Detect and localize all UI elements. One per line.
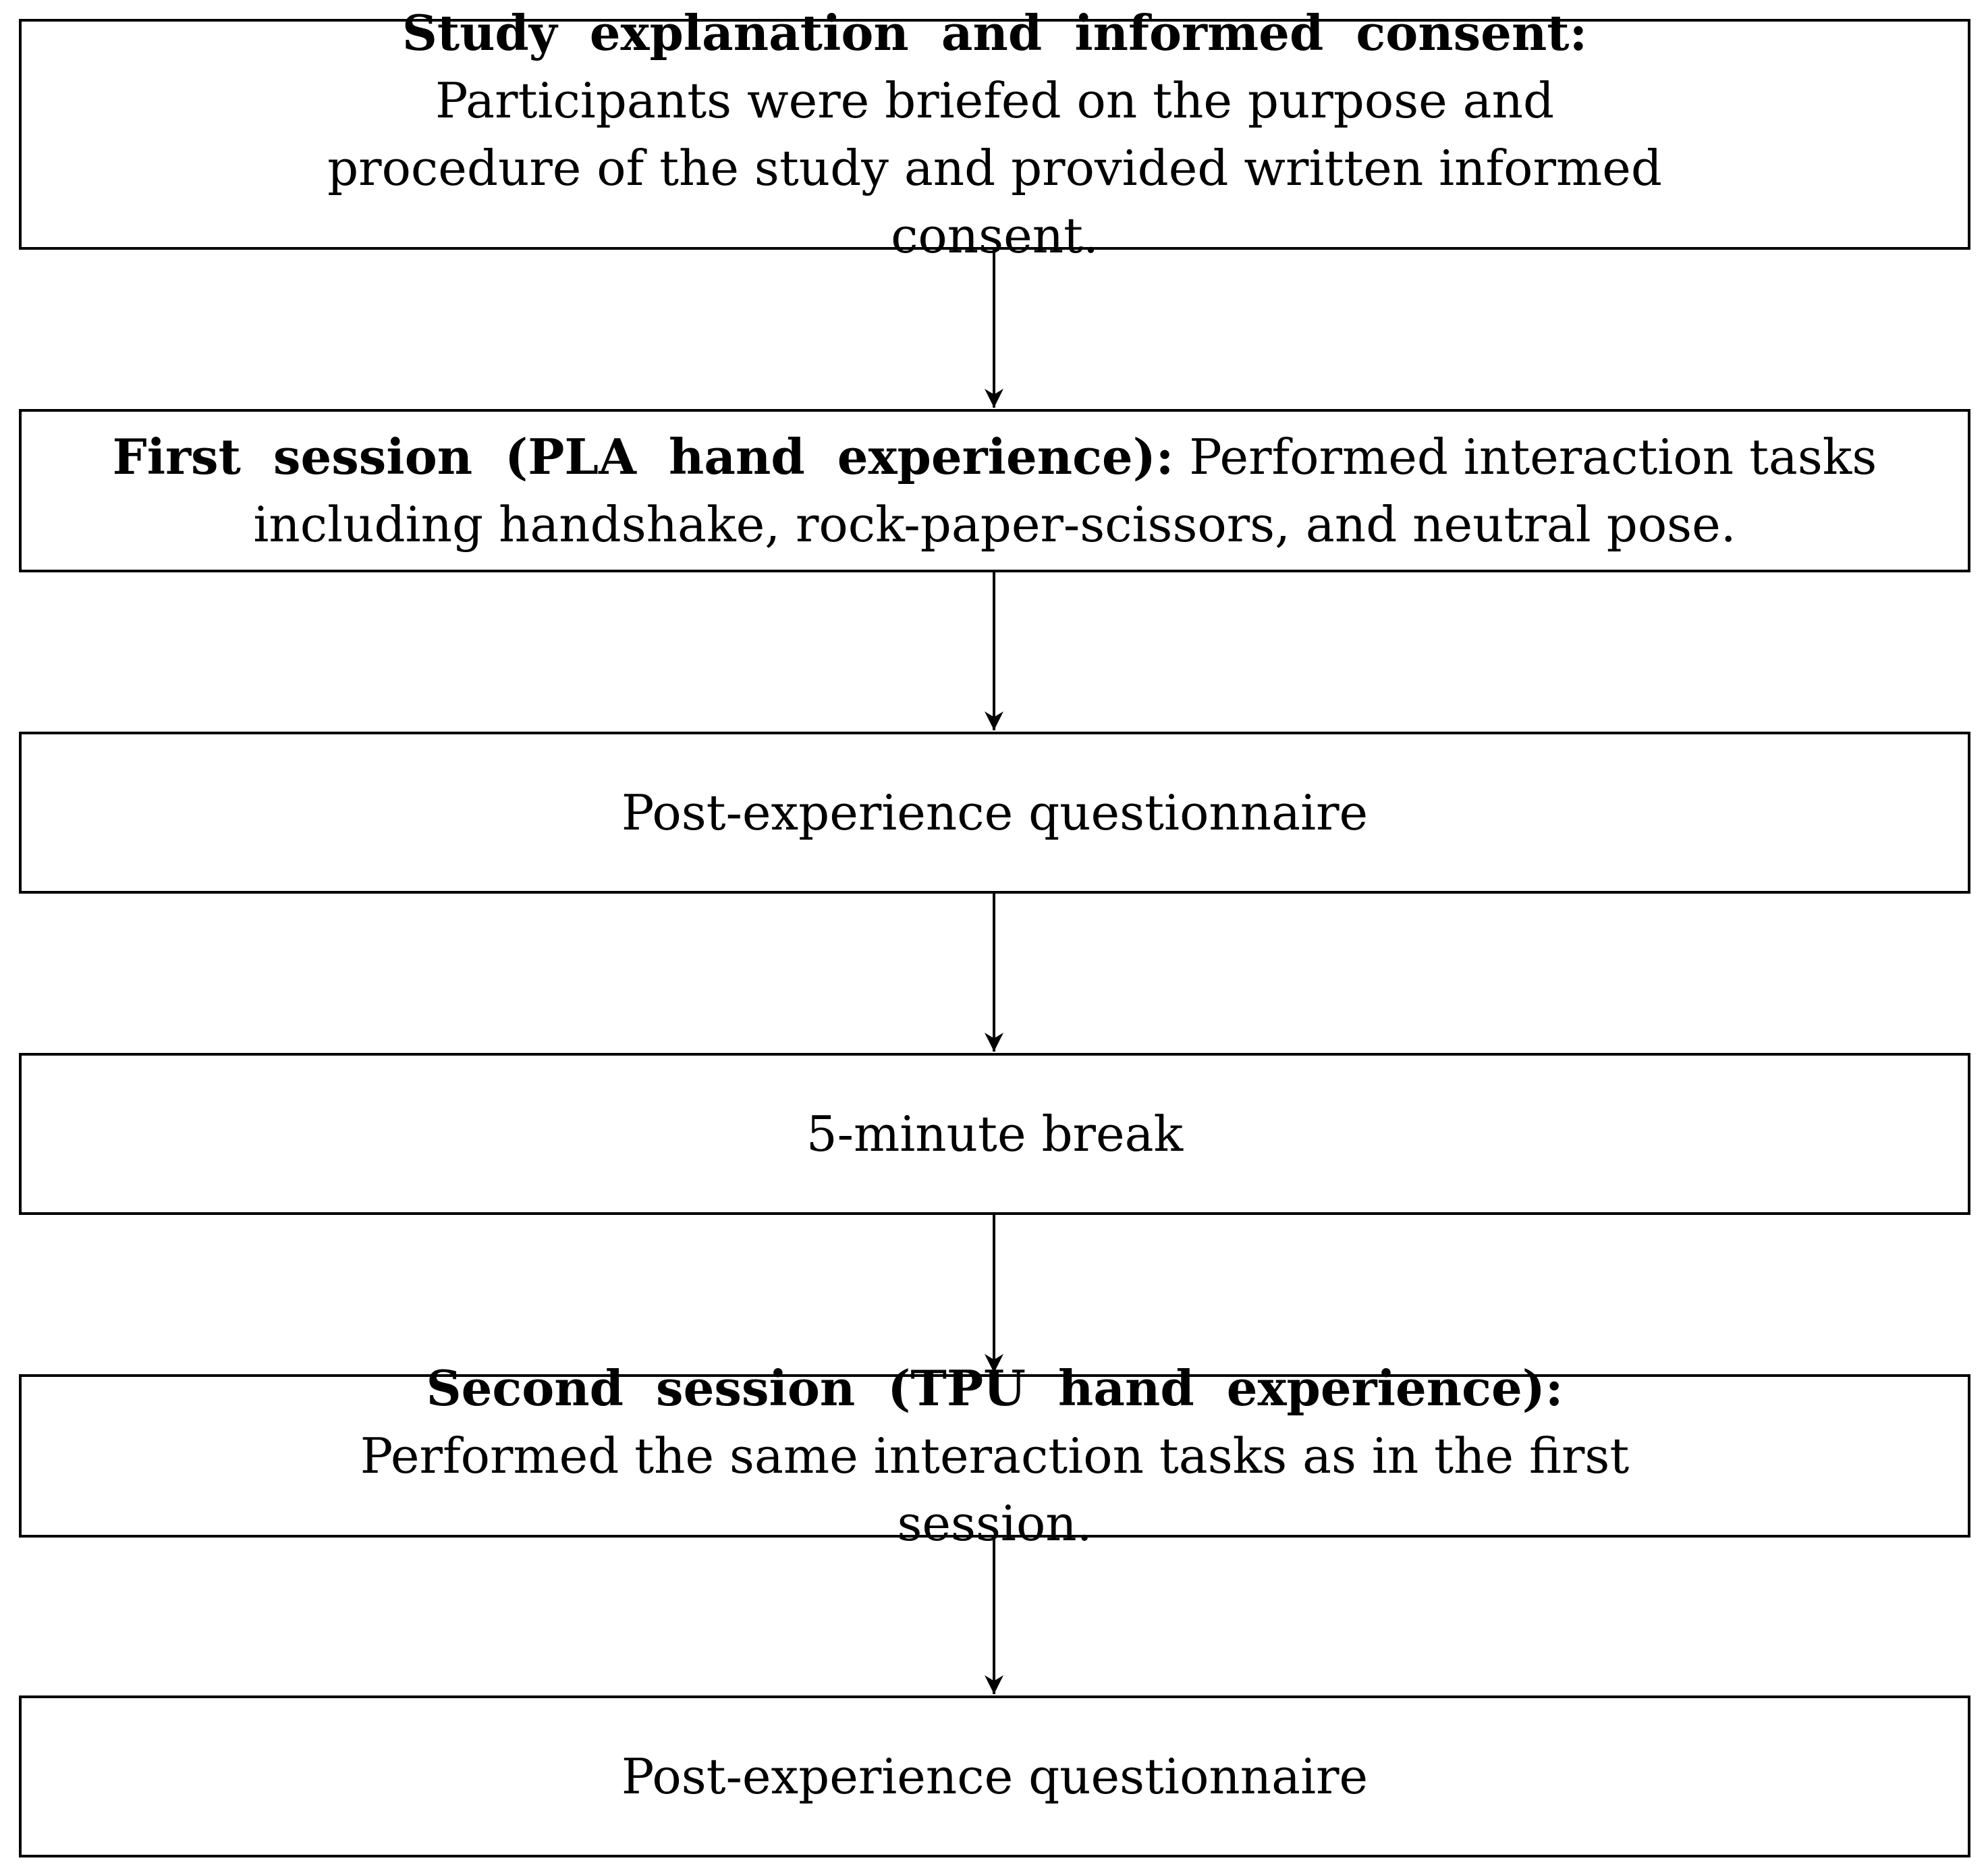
step-text-first-session: First session (PLA hand experience): Per…	[104, 423, 1885, 558]
step-body-second-session: Performed the same interaction tasks as …	[360, 1428, 1630, 1552]
step-lead-first-session: First session (PLA hand experience):	[112, 428, 1174, 485]
step-box-break: 5-minute break	[19, 1053, 1970, 1215]
step-box-second-session: Second session (TPU hand experience): Pe…	[19, 1359, 1970, 1552]
step-text-questionnaire-1: Post-experience questionnaire	[621, 784, 1369, 841]
step-text-second-session: Second session (TPU hand experience): Pe…	[306, 1355, 1683, 1557]
step-text-break: 5-minute break	[806, 1106, 1184, 1162]
step-lead-consent: Study explanation and informed consent:	[402, 4, 1588, 61]
step-box-questionnaire-2: Post-experience questionnaire	[19, 1695, 1970, 1857]
step-text-questionnaire-2: Post-experience questionnaire	[621, 1748, 1369, 1805]
step-box-consent: Study explanation and informed consent: …	[19, 4, 1970, 264]
step-body-first-session: Performed interaction tasks including ha…	[253, 429, 1877, 553]
step-body-consent: Participants were briefed on the purpose…	[327, 72, 1662, 264]
step-box-questionnaire-1: Post-experience questionnaire	[19, 732, 1970, 894]
step-box-first-session: First session (PLA hand experience): Per…	[19, 409, 1970, 572]
step-text-consent: Study explanation and informed consent: …	[327, 0, 1663, 269]
